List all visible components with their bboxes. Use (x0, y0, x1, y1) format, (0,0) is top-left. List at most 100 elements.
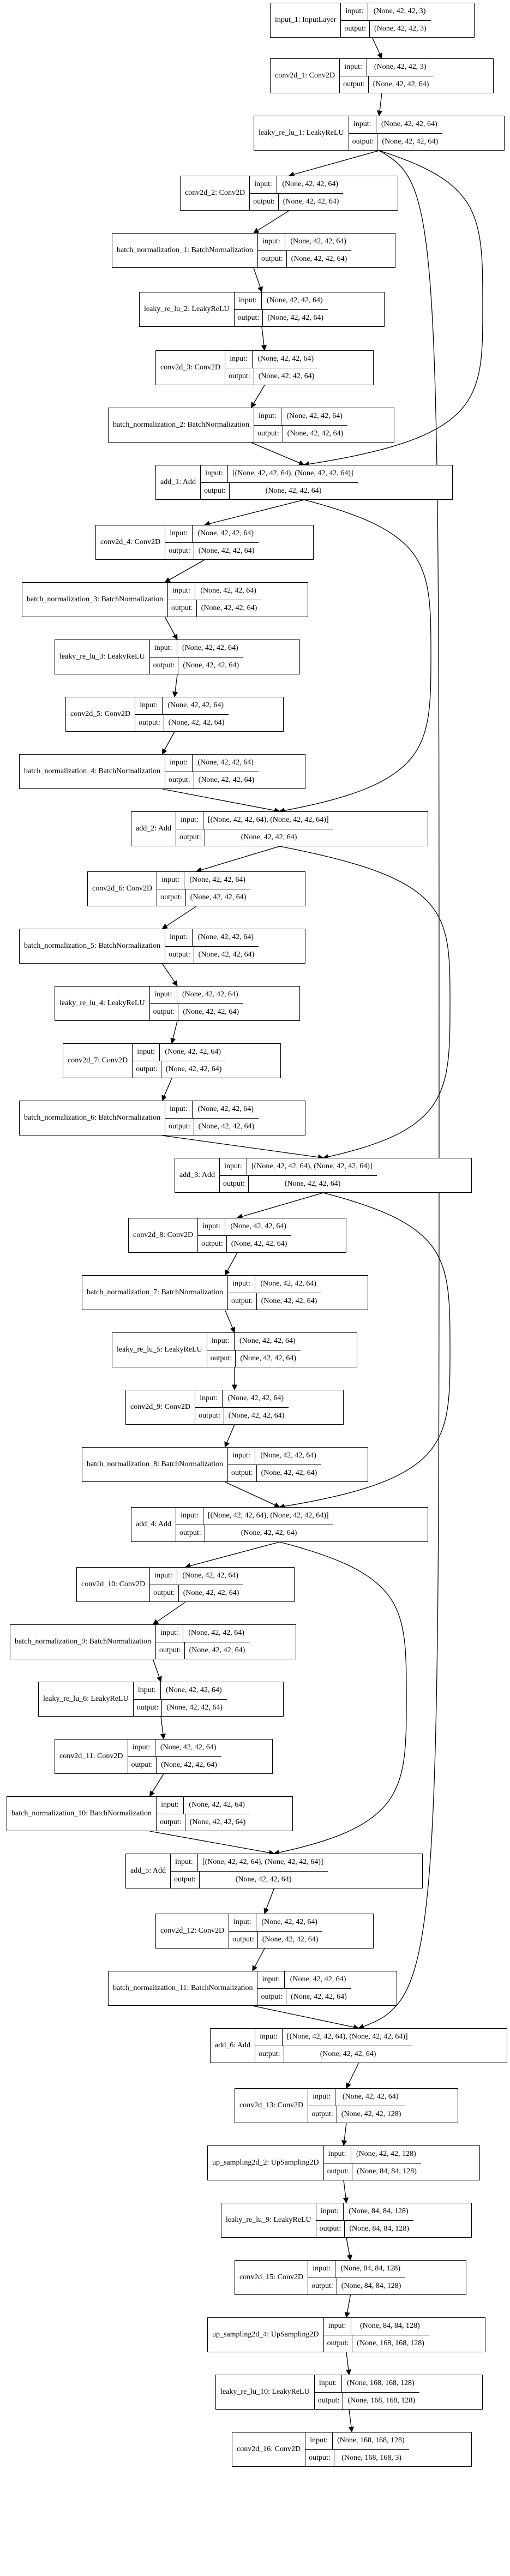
edge-leaky_re_lu_1-to-add_6 (358, 150, 440, 2029)
input-label: input: (229, 1914, 257, 1931)
edge-add_2-to-conv2d_6 (196, 846, 280, 873)
output-row: output:(None, 42, 42, 64) (150, 1003, 243, 1020)
output-label: output: (157, 1814, 185, 1831)
layer-name: batch_normalization_7: BatchNormalizatio… (82, 1276, 228, 1310)
edge-conv2d_10-to-batch_normalization_9 (152, 1601, 186, 1625)
output-label: output: (134, 1699, 163, 1716)
edge-leaky_re_lu_2-to-conv2d_3 (261, 326, 267, 351)
edge-add_1-to-conv2d_4 (203, 499, 304, 527)
input-shape: (None, 42, 42, 64) (260, 1451, 316, 1460)
input-shape: [(None, 42, 42, 64), (None, 42, 42, 64)] (207, 816, 329, 824)
input-label: input: (135, 697, 163, 714)
input-row: input:[(None, 42, 42, 64), (None, 42, 42… (176, 812, 333, 829)
input-label: input: (308, 2089, 336, 2106)
layer-shapes: input:(None, 42, 42, 64)output:(None, 42… (135, 697, 229, 731)
input-row: input:(None, 42, 42, 64) (149, 987, 243, 1004)
output-label: output: (201, 482, 230, 499)
output-row: output:(None, 42, 42, 64) (229, 1931, 322, 1948)
output-label: output: (165, 1118, 194, 1135)
edge-leaky_re_lu_1-to-add_1 (303, 150, 483, 467)
output-label: output: (340, 76, 369, 93)
input-row: input:(None, 42, 42, 64) (234, 292, 328, 310)
input-row: input:(None, 42, 42, 64) (167, 583, 262, 600)
output-label: output: (198, 1235, 227, 1252)
layer-shapes: input:[(None, 42, 42, 64), (None, 42, 42… (176, 812, 333, 846)
input-row: input:(None, 42, 42, 64) (257, 1971, 351, 1989)
input-label: input: (133, 1044, 160, 1061)
input-shape: (None, 42, 42, 64) (267, 296, 323, 305)
edge-conv2d_4-to-batch_normalization_3 (164, 559, 205, 583)
layer-shapes: input:(None, 42, 42, 64)output:(None, 42… (165, 929, 259, 963)
input-label: input: (157, 872, 185, 889)
layer-name: add_2: Add (131, 812, 176, 846)
output-shape: (None, 42, 42, 64) (258, 372, 315, 380)
layer-shapes: input:(None, 42, 42, 64)output:(None, 42… (133, 1682, 227, 1716)
edge-conv2d_12-to-batch_normalization_11 (252, 1948, 265, 1971)
output-shape: (None, 42, 42, 64) (161, 1760, 217, 1769)
layer-name: conv2d_2: Conv2D (181, 176, 250, 210)
input-shape: (None, 42, 42, 64) (188, 1629, 244, 1637)
input-label: input: (168, 583, 195, 600)
edge-batch_normalization_10-to-add_5 (149, 1831, 275, 1856)
input-shape: (None, 42, 42, 64) (182, 644, 238, 653)
layer-shapes: input:(None, 42, 42, 64)output:(None, 42… (227, 1448, 322, 1481)
edge-leaky_re_lu_1-to-conv2d_2 (288, 150, 380, 177)
output-row: output:(None, 42, 42, 64) (165, 772, 259, 788)
output-shape: (None, 42, 42, 64) (198, 950, 255, 959)
output-shape: (None, 42, 42, 64) (189, 1818, 246, 1826)
output-label: output: (235, 309, 263, 326)
layer-shapes: input:[(None, 42, 42, 64), (None, 42, 42… (255, 2029, 412, 2063)
output-label: output: (176, 1525, 205, 1541)
output-shape: (None, 168, 168, 128) (347, 2396, 415, 2405)
output-label: output: (250, 193, 279, 210)
input-shape: [(None, 42, 42, 64), (None, 42, 42, 64)] (232, 469, 353, 478)
layer-shapes: input:(None, 84, 84, 128)output:(None, 8… (316, 2203, 413, 2237)
input-row: input:(None, 42, 42, 64) (128, 1740, 221, 1757)
layer-name: conv2d_1: Conv2D (271, 59, 340, 93)
output-shape: (None, 42, 42, 64) (228, 1411, 285, 1420)
output-label: output: (308, 2106, 337, 2123)
edge-batch_normalization_2-to-add_1 (251, 442, 305, 466)
layer-name: conv2d_4: Conv2D (96, 525, 166, 559)
input-label: input: (308, 2261, 336, 2278)
output-shape: (None, 84, 84, 128) (357, 2167, 417, 2175)
input-shape: (None, 42, 42, 64) (230, 1222, 287, 1231)
input-row: input:(None, 42, 42, 64) (195, 1390, 289, 1408)
edge-leaky_re_lu_9-to-conv2d_15 (346, 2237, 352, 2261)
input-row: input:(None, 42, 42, 64) (257, 234, 352, 251)
output-label: output: (171, 1871, 200, 1888)
output-label: output: (165, 772, 194, 788)
output-label: output: (228, 1465, 257, 1481)
edge-conv2d_3-to-batch_normalization_2 (250, 385, 265, 408)
layer-shapes: input:(None, 168, 168, 128)output:(None,… (314, 2375, 419, 2409)
edge-add_3-to-add_4 (279, 1192, 451, 1509)
edge-leaky_re_lu_10-to-conv2d_16 (348, 2409, 355, 2433)
output-label: output: (258, 250, 287, 267)
layer-shapes: input:(None, 42, 42, 64)output:(None, 42… (257, 1971, 351, 2005)
output-row: output:(None, 42, 42, 64) (225, 368, 319, 385)
layer-name: leaky_re_lu_4: LeakyReLU (55, 987, 150, 1020)
output-shape: (None, 42, 42, 64) (287, 429, 344, 438)
output-label: output: (195, 1407, 224, 1424)
output-row: output:(None, 42, 42, 64) (340, 76, 433, 93)
input-label: input: (316, 2203, 344, 2220)
input-row: input:(None, 42, 42, 64) (165, 525, 259, 543)
layer-name: conv2d_9: Conv2D (126, 1390, 196, 1424)
edge-add_6-to-conv2d_13 (346, 2063, 359, 2089)
output-row: output:(None, 84, 84, 128) (324, 2163, 421, 2180)
layer-shapes: input:(None, 84, 84, 128)output:(None, 8… (308, 2261, 406, 2294)
input-label: input: (228, 1276, 255, 1293)
edge-batch_normalization_6-to-add_3 (162, 1135, 324, 1160)
layer-name: conv2d_8: Conv2D (129, 1218, 199, 1252)
input-shape: (None, 42, 42, 64) (182, 1571, 239, 1580)
layer-name: leaky_re_lu_1: LeakyReLU (254, 116, 349, 150)
